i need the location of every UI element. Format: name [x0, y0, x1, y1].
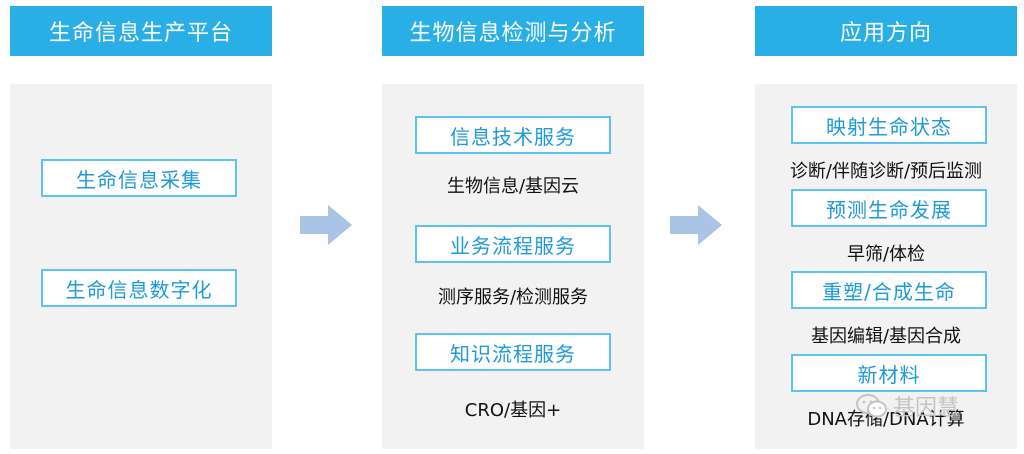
desc-new-materials: DNA存储/DNA计算 — [807, 409, 965, 430]
desc-map-life-state: 诊断/伴随诊断/预后监测 — [789, 161, 983, 182]
arrow-right-icon — [670, 205, 722, 245]
box-knowledge-process-services: 知识流程服务 — [415, 333, 611, 371]
watermark: 基因慧 — [855, 390, 959, 422]
desc-predict-life-development: 早筛/体检 — [846, 244, 926, 265]
watermark-text: 基因慧 — [893, 396, 960, 421]
desc-business-process-services: 测序服务/检测服务 — [437, 287, 589, 308]
box-reshape-synthesize-life: 重塑/合成生命 — [791, 271, 987, 309]
arrow-right-icon — [300, 205, 352, 245]
box-info-digitization: 生命信息数字化 — [41, 269, 237, 307]
box-business-process-services: 业务流程服务 — [415, 225, 611, 263]
box-new-materials: 新材料 — [791, 354, 987, 392]
desc-reshape-synthesize-life: 基因编辑/基因合成 — [810, 326, 962, 347]
column-header-applications: 应用方向 — [755, 6, 1017, 56]
box-it-services: 信息技术服务 — [415, 116, 611, 154]
column-header-production: 生命信息生产平台 — [10, 6, 272, 56]
box-info-collection: 生命信息采集 — [41, 159, 237, 197]
wechat-logo-icon — [856, 394, 887, 418]
column-panel-production — [10, 84, 272, 449]
box-map-life-state: 映射生命状态 — [791, 106, 987, 144]
desc-it-services: 生物信息/基因云 — [446, 176, 580, 197]
column-header-analysis: 生物信息检测与分析 — [382, 6, 644, 56]
box-predict-life-development: 预测生命发展 — [791, 189, 987, 227]
desc-knowledge-process-services: CRO/基因+ — [464, 400, 562, 421]
